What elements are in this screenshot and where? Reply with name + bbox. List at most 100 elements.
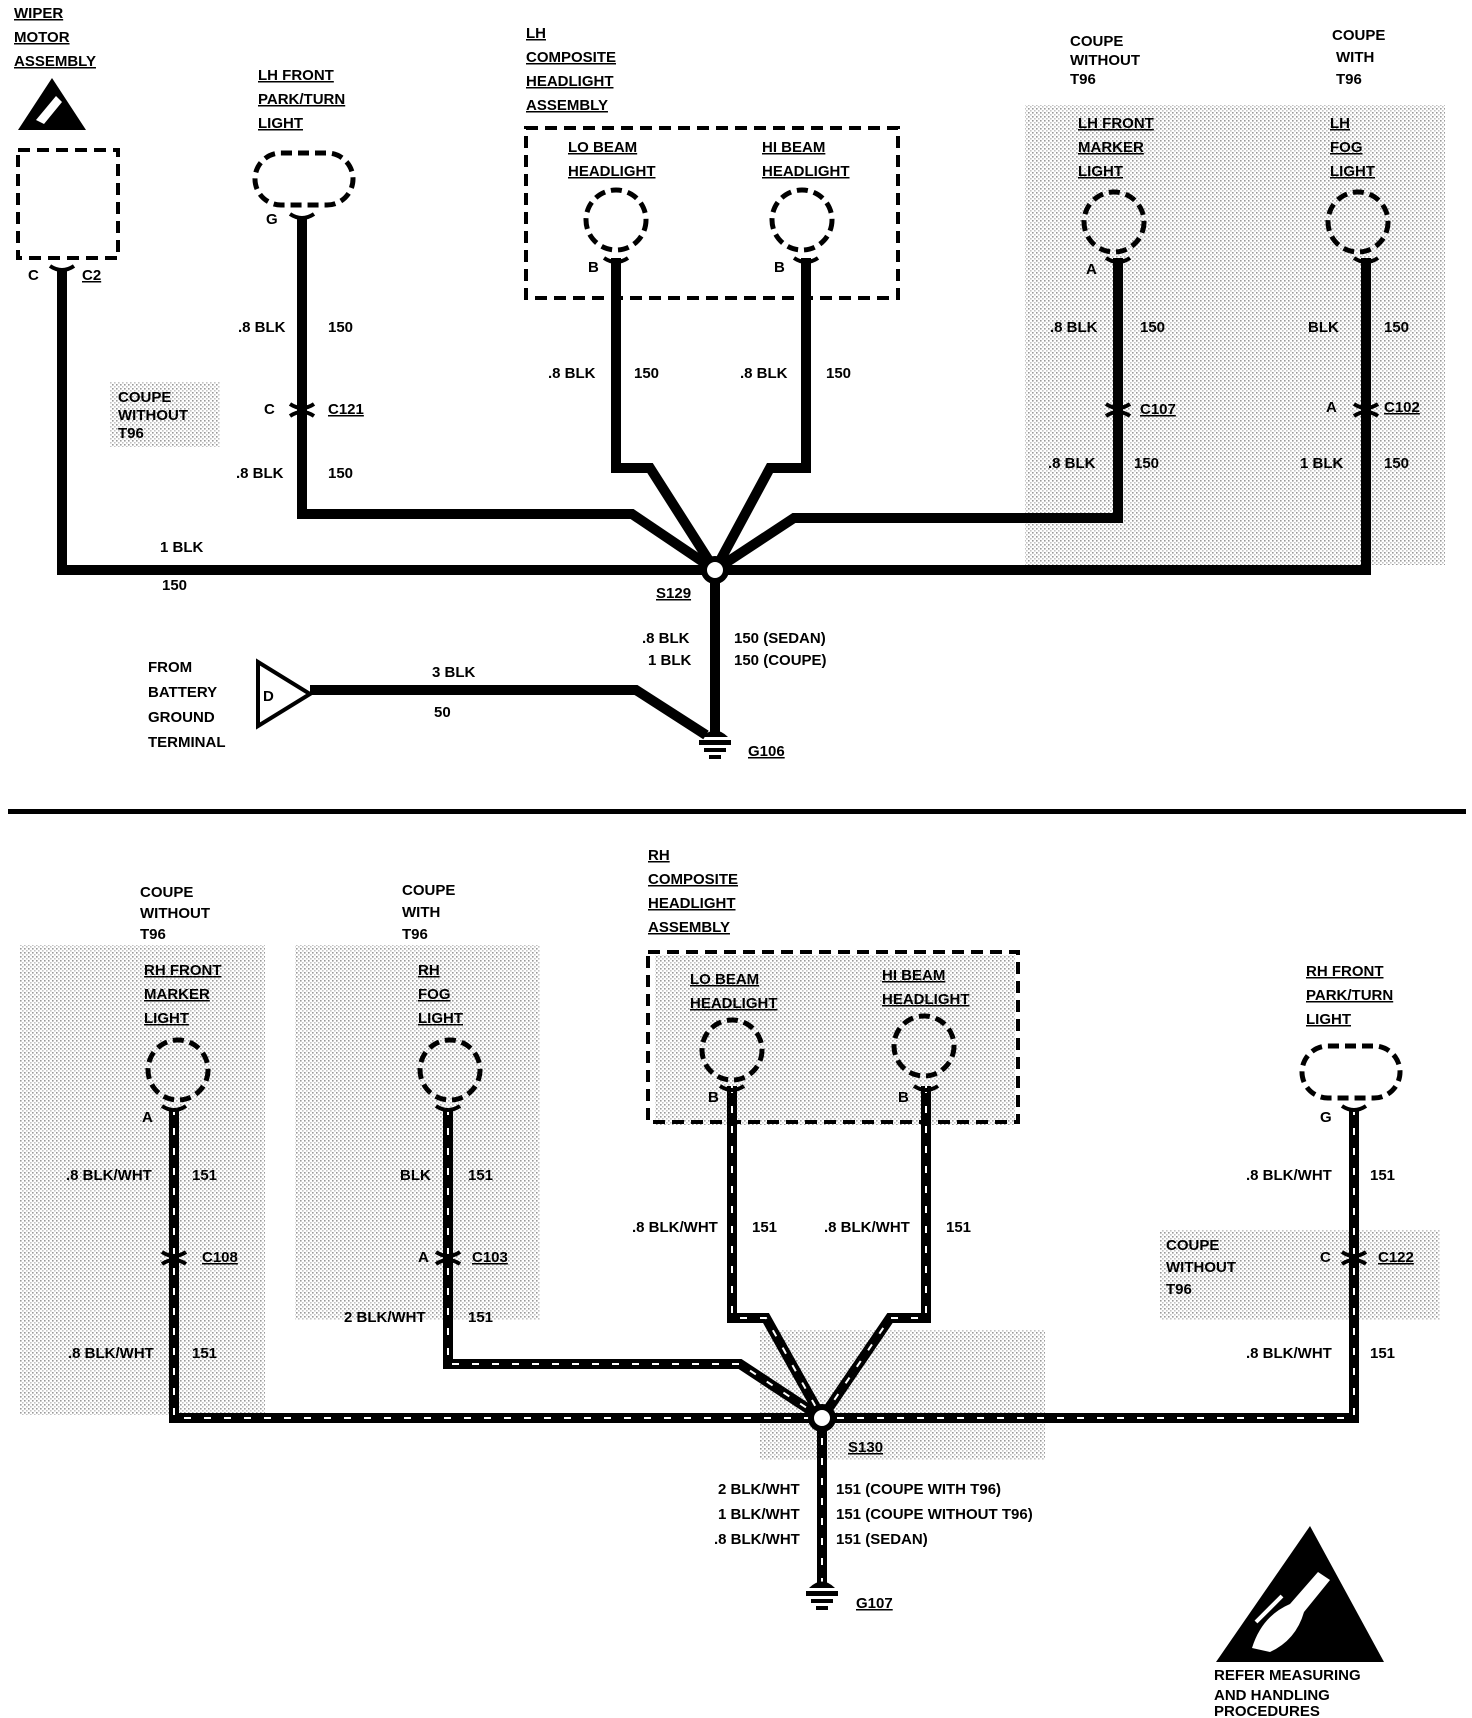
lh-fog-circuit-upper: 150 <box>1384 319 1409 336</box>
lh-composite-title-2: COMPOSITE <box>526 49 616 66</box>
rh-fog-title-3: LIGHT <box>418 1010 463 1027</box>
battery-terminal-icon <box>256 658 314 730</box>
lh-park-turn-note-3: T96 <box>118 425 144 442</box>
lh-park-turn-title-2: PARK/TURN <box>258 91 345 108</box>
rh-park-turn-bulb-icon <box>1299 1043 1403 1101</box>
battery-terminal-symbol: D <box>263 688 274 705</box>
option-shading <box>20 105 1445 1460</box>
rh-hi-beam-label-2: HEADLIGHT <box>882 991 970 1008</box>
battery-ground-wire <box>310 685 709 740</box>
rh-fog-wire-upper: BLK <box>400 1167 431 1184</box>
ground-g107-icon <box>806 1581 838 1610</box>
lh-park-turn-note-2: WITHOUT <box>118 407 188 424</box>
rh-marker-note-3: T96 <box>140 926 166 943</box>
main-wire-circuit: 150 <box>162 577 187 594</box>
rh-park-turn-wire-lower: .8 BLK/WHT <box>1246 1345 1332 1362</box>
esd-warning-large-icon <box>1216 1526 1384 1662</box>
s129-circuit-2: 150 (COUPE) <box>734 652 827 669</box>
rh-marker-pin-connector-icon <box>160 1104 188 1112</box>
ground-g107-label: G107 <box>856 1595 893 1612</box>
rh-marker-title-3: LIGHT <box>144 1010 189 1027</box>
lh-park-turn-connector: C121 <box>328 401 364 418</box>
rh-marker-connector: C108 <box>202 1249 238 1266</box>
c103-connector-icon <box>434 1250 462 1266</box>
lh-marker-connector: C107 <box>1140 401 1176 418</box>
rh-park-turn-connector-pin: C <box>1320 1249 1331 1266</box>
bottom-inline-connectors <box>160 1084 1368 1266</box>
rh-park-turn-wire-upper: .8 BLK/WHT <box>1246 1167 1332 1184</box>
esd-notice: REFER MEASURING AND HANDLING PROCEDURES <box>1214 1526 1384 1718</box>
rh-hi-beam-pin: B <box>898 1089 909 1106</box>
rh-hi-beam-bulb-icon <box>891 1013 957 1079</box>
lh-lo-beam-circuit: 150 <box>634 365 659 382</box>
ground-g106-label: G106 <box>748 743 785 760</box>
lh-park-turn-title-1: LH FRONT <box>258 67 334 84</box>
rh-marker-pin: A <box>142 1109 153 1126</box>
lh-marker-bulb-icon <box>1081 189 1147 255</box>
battery-wire-gauge: 3 BLK <box>432 664 476 681</box>
rh-marker-title-2: MARKER <box>144 986 210 1003</box>
lh-park-turn-pin: G <box>266 211 278 228</box>
battery-label-2: BATTERY <box>148 684 217 701</box>
s130-wire-2: 1 BLK/WHT <box>718 1506 800 1523</box>
lh-composite-title-3: HEADLIGHT <box>526 73 614 90</box>
lh-marker-title-1: LH FRONT <box>1078 115 1154 132</box>
battery-wire-circuit: 50 <box>434 704 451 721</box>
s130-wire-1: 2 BLK/WHT <box>718 1481 800 1498</box>
rh-marker-bulb-icon <box>145 1037 211 1103</box>
lh-park-turn-circuit-upper: 150 <box>328 319 353 336</box>
rh-marker-note-1: COUPE <box>140 884 193 901</box>
lh-fog-pin-connector-icon <box>1352 256 1380 264</box>
lh-park-turn-circuit-lower: 150 <box>328 465 353 482</box>
section-divider <box>8 809 1466 814</box>
rh-fog-note-2: WITH <box>402 904 440 921</box>
lh-hi-beam-bulb-icon <box>769 187 835 253</box>
rh-park-turn-light: RH FRONT PARK/TURN LIGHT G .8 BLK/WHT 15… <box>1166 963 1414 1362</box>
wiper-motor-title-3: ASSEMBLY <box>14 53 96 70</box>
lh-hi-pin-connector-icon <box>792 256 820 264</box>
lh-composite-title-4: ASSEMBLY <box>526 97 608 114</box>
lh-park-turn-connector-pin: C <box>264 401 275 418</box>
rh-marker-circuit-upper: 151 <box>192 1167 217 1184</box>
lh-park-turn-wire-upper: .8 BLK <box>238 319 286 336</box>
wiper-wire <box>57 270 715 575</box>
c122-connector-icon <box>1340 1250 1368 1266</box>
lh-park-turn-bulb-icon <box>252 150 356 208</box>
lh-front-marker-light: COUPE WITHOUT T96 LH FRONT MARKER LIGHT … <box>1048 33 1176 472</box>
lh-park-turn-note-1: COUPE <box>118 389 171 406</box>
rh-fog-light: COUPE WITH T96 RH FOG LIGHT BLK 151 A C1… <box>344 882 508 1326</box>
rh-hi-beam-circuit: 151 <box>946 1219 971 1236</box>
wiper-motor-box <box>16 148 120 260</box>
s130-wire-3: .8 BLK/WHT <box>714 1531 800 1548</box>
wiper-motor-pin: C <box>28 267 39 284</box>
rh-lo-beam-circuit: 151 <box>752 1219 777 1236</box>
wiper-pin-connector-icon <box>48 264 76 272</box>
rh-fog-circuit-lower: 151 <box>468 1309 493 1326</box>
lh-park-turn-title-3: LIGHT <box>258 115 303 132</box>
lh-marker-circuit-lower: 150 <box>1134 455 1159 472</box>
lh-hi-beam-circuit: 150 <box>826 365 851 382</box>
s130-circuit-3: 151 (SEDAN) <box>836 1531 928 1548</box>
rh-composite-headlight-assembly: RH COMPOSITE HEADLIGHT ASSEMBLY LO BEAM … <box>632 847 1020 1236</box>
splice-s129-label: S129 <box>656 585 691 602</box>
rh-marker-wire-upper: .8 BLK/WHT <box>66 1167 152 1184</box>
rh-park-turn-note-2: WITHOUT <box>1166 1259 1236 1276</box>
lh-marker-circuit-upper: 150 <box>1140 319 1165 336</box>
lh-marker-wire-lower: .8 BLK <box>1048 455 1096 472</box>
rh-hi-beam-wire: .8 BLK/WHT <box>824 1219 910 1236</box>
rh-lo-pin-connector-icon <box>718 1084 746 1092</box>
c102-connector-icon <box>1352 402 1380 418</box>
rh-fog-note-1: COUPE <box>402 882 455 899</box>
lh-composite-box <box>524 126 900 300</box>
ground-g106-icon <box>699 730 731 759</box>
rh-fog-wire-lower: 2 BLK/WHT <box>344 1309 426 1326</box>
wiper-motor-connector: C2 <box>82 267 101 284</box>
rh-composite-title-4: ASSEMBLY <box>648 919 730 936</box>
lh-park-turn-wire-lower: .8 BLK <box>236 465 284 482</box>
lh-fog-note-3: T96 <box>1336 71 1362 88</box>
top-wires <box>57 218 1371 740</box>
battery-label-1: FROM <box>148 659 192 676</box>
lh-hi-beam-wire: .8 BLK <box>740 365 788 382</box>
rh-lo-beam-pin: B <box>708 1089 719 1106</box>
rh-hi-pin-connector-icon <box>912 1084 940 1092</box>
